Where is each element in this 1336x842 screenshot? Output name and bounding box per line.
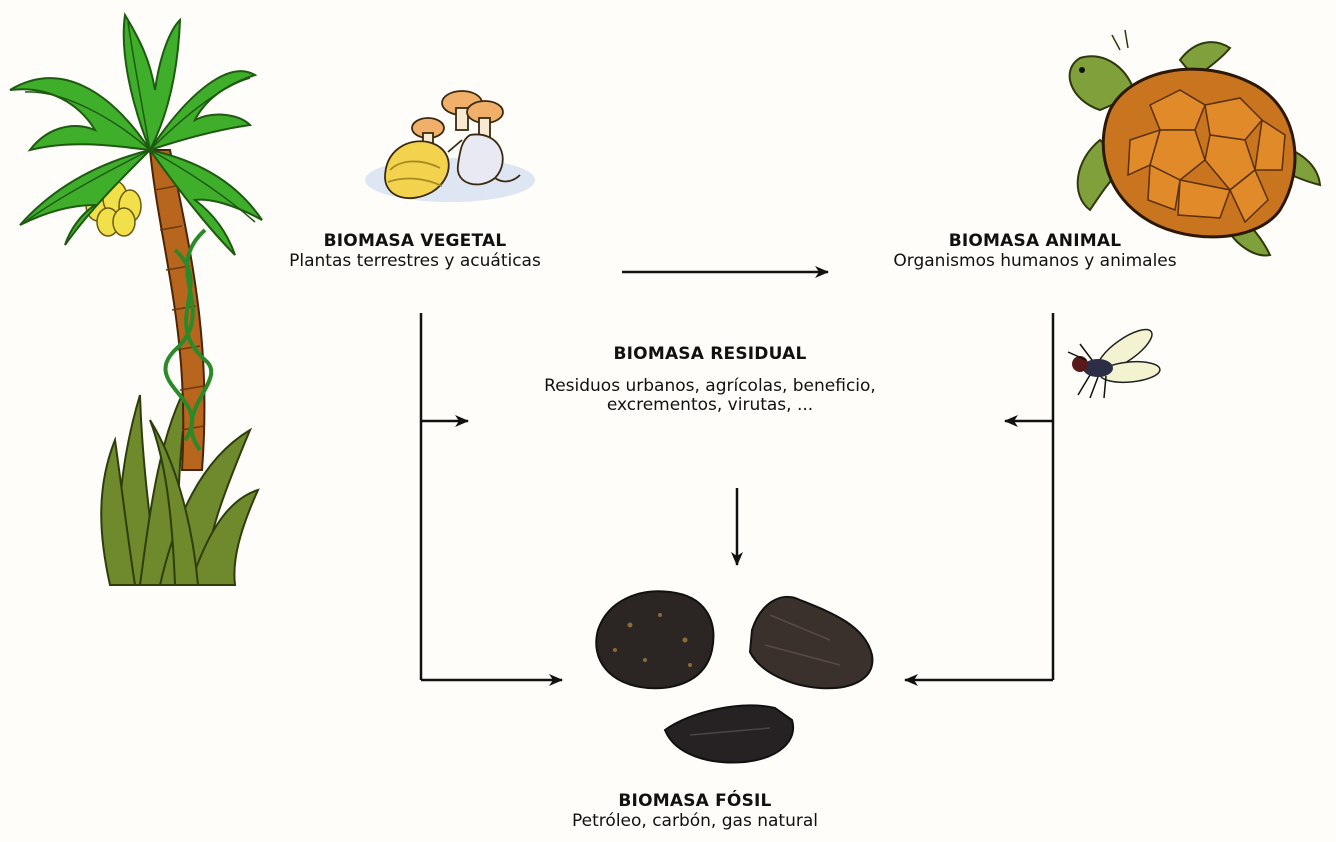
- turtle-illustration: [1070, 30, 1320, 255]
- biomasa-vegetal-label: BIOMASA VEGETAL Plantas terrestres y acu…: [250, 232, 580, 271]
- biomasa-animal-title: BIOMASA ANIMAL: [870, 232, 1200, 252]
- biomasa-animal-subtitle: Organismos humanos y animales: [870, 252, 1200, 272]
- vegetables-illustration: [365, 91, 535, 202]
- biomasa-fosil-subtitle: Petróleo, carbón, gas natural: [530, 812, 860, 832]
- fly-illustration: [1068, 323, 1161, 398]
- biomasa-animal-label: BIOMASA ANIMAL Organismos humanos y anim…: [870, 232, 1200, 271]
- biomasa-residual-title: BIOMASA RESIDUAL: [500, 345, 920, 365]
- biomasa-vegetal-title: BIOMASA VEGETAL: [250, 232, 580, 252]
- biomasa-fosil-title: BIOMASA FÓSIL: [530, 792, 860, 812]
- biomasa-residual-line2: excrementos, virutas, ...: [500, 396, 920, 416]
- fossil-rocks-illustration: [596, 591, 872, 762]
- biomasa-residual-label: BIOMASA RESIDUAL Residuos urbanos, agríc…: [500, 345, 920, 416]
- biomasa-residual-line1: Residuos urbanos, agrícolas, beneficio,: [500, 377, 920, 397]
- biomasa-vegetal-subtitle: Plantas terrestres y acuáticas: [250, 252, 580, 272]
- flow-arrows: [421, 272, 1053, 680]
- palm-tree-illustration: [10, 15, 262, 585]
- biomasa-fosil-label: BIOMASA FÓSIL Petróleo, carbón, gas natu…: [530, 792, 860, 831]
